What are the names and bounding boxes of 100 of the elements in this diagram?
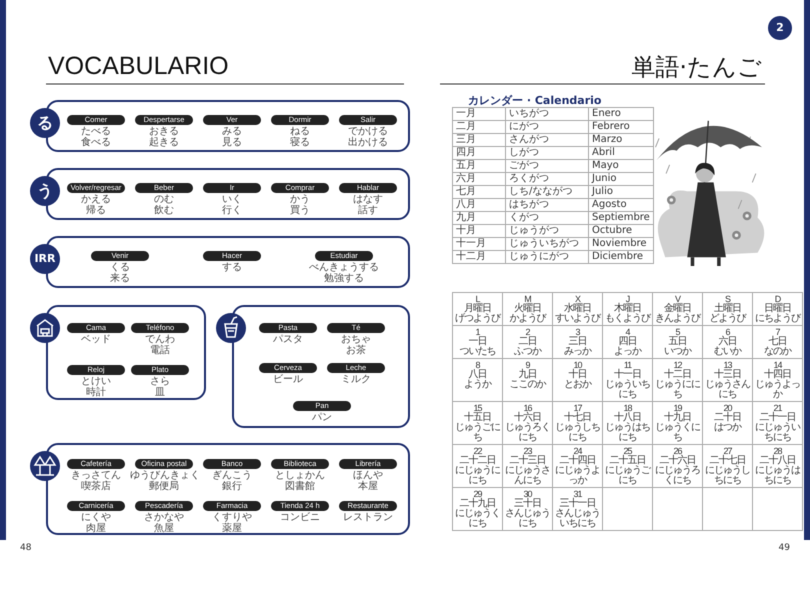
japanese-word: コンビニ xyxy=(280,512,320,523)
japanese-word: 寝る xyxy=(290,137,310,148)
day-number: 25 xyxy=(623,446,632,456)
date-kanji: 二十九日 xyxy=(460,499,496,509)
date-reading: にじゅうろくにち xyxy=(654,466,701,486)
japanese-word: くすりや xyxy=(212,512,252,523)
month-spanish: Abril xyxy=(588,146,654,160)
weekday-kanji: 木曜日 xyxy=(614,304,641,314)
day-number: 15 xyxy=(473,403,482,413)
weekday-letter: V xyxy=(674,294,680,304)
weekday-kanji: 金曜日 xyxy=(664,304,691,314)
day-number: 4 xyxy=(625,327,630,337)
weekday-kanji: 水曜日 xyxy=(564,304,591,314)
japanese-word: さかなや xyxy=(144,512,184,523)
japanese-word: 食べる xyxy=(81,137,111,148)
japanese-word: としょかん xyxy=(275,470,325,481)
weekday-letter: J xyxy=(626,294,630,304)
month-reading: ろくがつ xyxy=(506,172,588,186)
section-title: カレンダー · Calendario xyxy=(468,93,602,108)
weekday-reading: かようび xyxy=(510,314,546,324)
day-number: 17 xyxy=(573,403,582,413)
japanese-word: 話す xyxy=(358,205,378,216)
japanese-word: 銀行 xyxy=(222,481,242,492)
month-reading: しち/なながつ xyxy=(506,186,588,198)
month-reading: じゅういちがつ xyxy=(506,238,588,250)
day-number: 18 xyxy=(623,403,632,413)
japanese-word: 郵便局 xyxy=(149,481,179,492)
date-reading: じゅういちにち xyxy=(604,380,651,400)
japanese-word: にくや xyxy=(81,512,111,523)
month-spanish: Febrero xyxy=(588,120,654,134)
day-number: 23 xyxy=(523,446,532,456)
weekday-kanji: 土曜日 xyxy=(714,304,741,314)
date-kanji: 一日 xyxy=(468,337,486,347)
page-title: VOCABULARIO xyxy=(48,52,229,81)
japanese-word: 勉強する xyxy=(324,273,364,284)
month-kanji: 八月 xyxy=(452,198,506,212)
date-reading: にじゅうさんにち xyxy=(504,466,551,486)
weekday-reading: もくようび xyxy=(605,314,650,324)
month-kanji: 七月 xyxy=(452,186,506,198)
date-kanji: 三日 xyxy=(568,337,586,347)
day-number: 7 xyxy=(775,327,780,337)
date-kanji: 二十一日 xyxy=(760,413,796,423)
month-spanish: Enero xyxy=(588,108,654,120)
japanese-word: 喫茶店 xyxy=(81,481,111,492)
day-number: 20 xyxy=(723,403,732,413)
date-reading: じゅうよっか xyxy=(754,380,801,400)
japanese-word: ほんや xyxy=(353,470,383,481)
month-reading: ごがつ xyxy=(506,160,588,172)
japanese-word: 行く xyxy=(222,205,242,216)
month-spanish: Agosto xyxy=(588,198,654,212)
japanese-word: さら xyxy=(150,376,170,387)
date-kanji: 十七日 xyxy=(564,413,591,423)
day-number: 24 xyxy=(573,446,582,456)
date-kanji: 二十四日 xyxy=(560,456,596,466)
japanese-word: くる xyxy=(110,262,130,273)
day-number: 16 xyxy=(523,403,532,413)
date-kanji: 六日 xyxy=(718,337,736,347)
date-kanji: 二十二日 xyxy=(460,456,496,466)
month-reading: さんがつ xyxy=(506,134,588,146)
japanese-word: レストラン xyxy=(343,512,393,523)
date-kanji: 十三日 xyxy=(714,370,741,380)
month-kanji: 二月 xyxy=(452,120,506,134)
date-kanji: 九日 xyxy=(518,370,536,380)
japanese-word: ビール xyxy=(273,374,303,385)
japanese-word: 買う xyxy=(290,205,310,216)
date-kanji: 十五日 xyxy=(464,413,491,423)
date-reading: ついたち xyxy=(460,347,496,357)
japanese-word: かえる xyxy=(81,194,111,205)
japanese-word: ねる xyxy=(290,126,310,137)
day-number: 14 xyxy=(773,360,782,370)
weekday-reading: どようび xyxy=(710,314,746,324)
date-reading: にじゅうににち xyxy=(454,466,501,486)
day-number: 13 xyxy=(723,360,732,370)
month-kanji: 十月 xyxy=(452,224,506,238)
japanese-word: 図書館 xyxy=(285,481,315,492)
japanese-word: かう xyxy=(290,194,310,205)
japanese-word: でかける xyxy=(348,126,388,137)
japanese-word: 出かける xyxy=(348,137,388,148)
month-kanji: 十二月 xyxy=(452,250,506,264)
month-reading: しがつ xyxy=(506,146,588,160)
date-reading: じゅうごにち xyxy=(454,423,501,443)
month-spanish: Diciembre xyxy=(588,250,654,264)
date-kanji: 四日 xyxy=(618,337,636,347)
japanese-word: おちゃ xyxy=(341,334,371,345)
date-reading: じゅうににち xyxy=(654,380,701,400)
day-number: 31 xyxy=(573,489,582,499)
date-kanji: 三十一日 xyxy=(560,499,596,509)
month-kanji: 三月 xyxy=(452,134,506,146)
weekday-reading: にちようび xyxy=(755,314,800,324)
date-reading: なのか xyxy=(764,347,791,357)
weekday-kanji: 日曜日 xyxy=(764,304,791,314)
day-number: 3 xyxy=(575,327,580,337)
japanese-word: 魚屋 xyxy=(154,523,174,534)
date-reading: じゅうくにち xyxy=(654,423,701,443)
date-reading: にじゅうはちにち xyxy=(754,466,802,486)
day-number: 28 xyxy=(773,446,782,456)
weekday-kanji: 月曜日 xyxy=(464,304,491,314)
date-kanji: 五日 xyxy=(668,337,686,347)
month-kanji: 四月 xyxy=(452,146,506,160)
day-number: 1 xyxy=(475,327,480,337)
